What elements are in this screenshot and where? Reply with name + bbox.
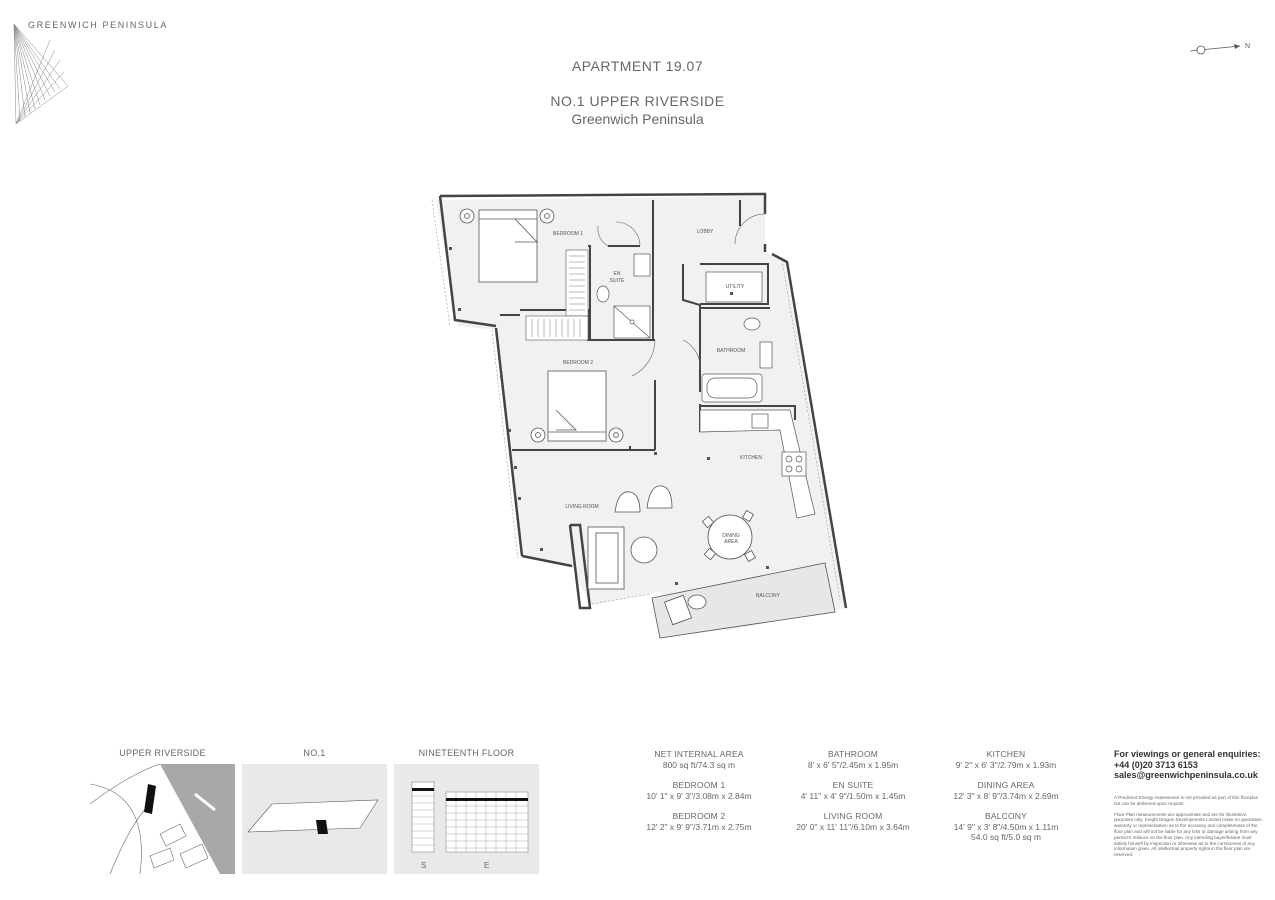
kitchen-units [699,409,816,519]
bedroom2-furniture [530,370,624,443]
dining-value: 12' 3" x 8' 9"/3.74m x 2.69m [953,790,1059,801]
contact-phone[interactable]: +44 (0)20 3713 6153 [1114,759,1198,770]
net-area-value: 800 sq ft/74.3 sq m [662,759,736,770]
utility-cupboard [705,271,763,303]
dining-chairs [701,509,757,563]
balcony-floor [651,562,836,639]
thumb-floor-label: NINETEENTH FLOOR [418,748,515,758]
kitchen-label: KITCHEN [986,749,1026,759]
label-bedroom2: BEDROOM 2 [563,360,593,366]
north-label: N [1245,43,1250,50]
location-title: Greenwich Peninsula [571,111,704,127]
contact-email[interactable]: sales@greenwichpeninsula.co.uk [1114,770,1258,780]
brand-logo [13,23,69,125]
living-furniture [587,485,753,626]
floor-elevation-thumbnail [394,764,539,874]
ensuite-label: EN SUITE [832,780,874,790]
north-arrow-icon: N [1189,43,1250,55]
building-title: NO.1 UPPER RIVERSIDE [550,93,725,109]
label-bedroom1: BEDROOM 1 [553,231,583,237]
glazing-lines [431,199,841,605]
label-bathroom: BATHROOM [717,348,746,354]
label-utility: UTILITY [726,284,745,290]
bedroom2-value: 12' 2" x 9' 9"/3.71m x 2.75m [646,821,752,832]
label-kitchen: KITCHEN [740,455,762,461]
disclaimer-measurements: Floor Plan measurements are approximate … [1114,811,1264,858]
bathroom-label: BATHROOM [827,749,879,759]
balcony-label: BALCONY [984,811,1028,821]
ensuite-fixtures [596,253,651,339]
floor-plan: BEDROOM 1 EN SUITE LOBBY UTILITY BATHROO… [431,192,848,639]
balcony-value-2: 54.0 sq ft/5.0 sq m [971,832,1041,842]
building-thumbnail [242,764,387,874]
label-ensuite-1: EN [614,271,621,277]
bedroom1-furniture [459,208,555,283]
door-swings [597,213,766,377]
living-label: LIVING ROOM [823,811,883,821]
wardrobe-hangers [531,255,585,337]
bedroom1-label: BEDROOM 1 [672,780,726,790]
label-lobby: LOBBY [697,229,714,235]
wardrobes [525,249,589,341]
balcony-value: 14' 9" x 3' 8"/4.50m x 1.11m [953,821,1059,832]
thumb-building-label: NO.1 [303,748,326,758]
dining-label: DINING AREA [977,780,1035,790]
contact-block: For viewings or general enquiries: +44 (… [1114,749,1261,781]
apartment-title: APARTMENT 19.07 [571,58,704,74]
contact-heading: For viewings or general enquiries: [1114,749,1261,759]
bathroom-value: 8' x 6' 5"/2.45m x 1.95m [807,759,899,770]
interior-walls [500,200,796,451]
site-map-thumbnail [90,764,235,874]
label-balcony: BALCONY [756,593,781,599]
bedroom2-label: BEDROOM 2 [672,811,726,821]
label-dining-1: DINING [722,533,740,539]
bathroom-fixtures [701,317,773,403]
label-dining-2: AREA [724,539,738,545]
ensuite-value: 4' 11" x 4' 9"/1.50m x 1.45m [800,790,906,801]
electrical-markers [449,247,769,585]
label-ensuite-2: SUITE [610,278,625,284]
thumb-site-label: UPPER RIVERSIDE [119,748,206,758]
living-value: 20' 0" x 11' 11"/6.10m x 3.64m [796,821,910,832]
net-area-label: NET INTERNAL AREA [654,749,744,759]
disclaimer: A Predicted Energy Assessment is not pro… [1114,795,1264,863]
kitchen-value: 9' 2" x 6' 3"/2.79m x 1.93m [955,759,1057,770]
disclaimer-energy: A Predicted Energy Assessment is not pro… [1114,795,1259,806]
brand-name: GREENWICH PENINSULA [28,20,168,30]
bedroom1-value: 10' 1" x 9' 3"/3.08m x 2.84m [646,790,752,801]
elevation-east-label: E [484,861,490,870]
elevation-south-label: S [421,861,427,870]
label-living: LIVING ROOM [565,504,598,510]
